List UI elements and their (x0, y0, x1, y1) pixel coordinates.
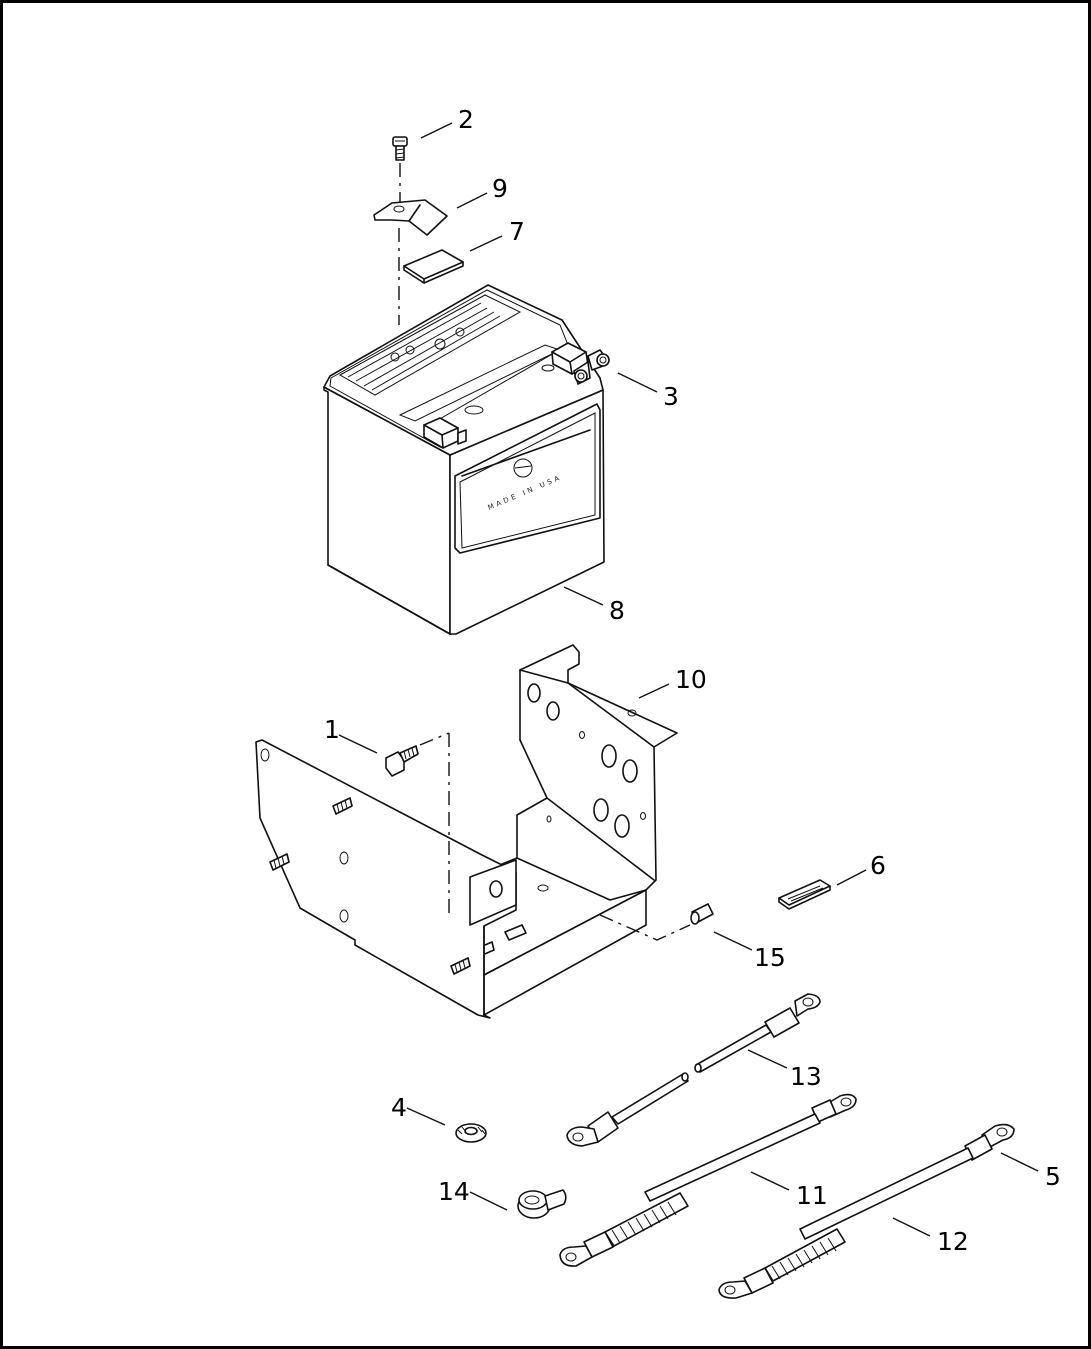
assembly-centerline-top (398, 163, 401, 325)
terminal-bolt-part-3 (587, 349, 610, 371)
pad-part-7 (403, 249, 464, 284)
cable-part-12 (718, 1123, 1015, 1299)
leader-lines (338, 122, 1039, 1237)
callout-4: 4 (391, 1093, 407, 1122)
callout-7: 7 (509, 217, 525, 246)
callout-8: 8 (609, 596, 625, 625)
hold-down-clamp-part-9 (373, 199, 448, 236)
battery-part-8: MADE IN USA (323, 284, 610, 635)
battery-terminal-positive (551, 342, 591, 385)
screw-part-1 (385, 732, 450, 777)
battery-tray-bracket-part-10 (469, 644, 678, 976)
callout-15: 15 (754, 943, 786, 972)
battery-terminal-negative (423, 417, 467, 449)
cap-part-15 (690, 903, 714, 925)
washer-part-4 (455, 1123, 487, 1143)
label-part-6 (778, 879, 831, 910)
callout-11: 11 (796, 1181, 828, 1210)
cable-part-11 (559, 1093, 857, 1267)
callout-14: 14 (438, 1177, 470, 1206)
callout-2: 2 (458, 105, 474, 134)
callout-12: 12 (937, 1227, 969, 1256)
callout-1: 1 (324, 715, 340, 744)
ring-terminal-part-14 (517, 1189, 567, 1219)
cable-part-13 (566, 993, 821, 1147)
callout-10: 10 (675, 665, 707, 694)
callout-9: 9 (492, 174, 508, 203)
battery-tray-side-plate (255, 733, 691, 1019)
stud-middle (269, 853, 290, 871)
screw-part-2 (392, 136, 408, 161)
callout-5: 5 (1045, 1162, 1061, 1191)
callout-6: 6 (870, 851, 886, 880)
callout-labels: 1 2 3 4 5 6 7 8 9 10 11 12 13 14 15 (324, 105, 1061, 1256)
callout-3: 3 (663, 382, 679, 411)
stud-upper (332, 797, 353, 815)
callout-13: 13 (790, 1062, 822, 1091)
stud-lower (450, 957, 471, 975)
